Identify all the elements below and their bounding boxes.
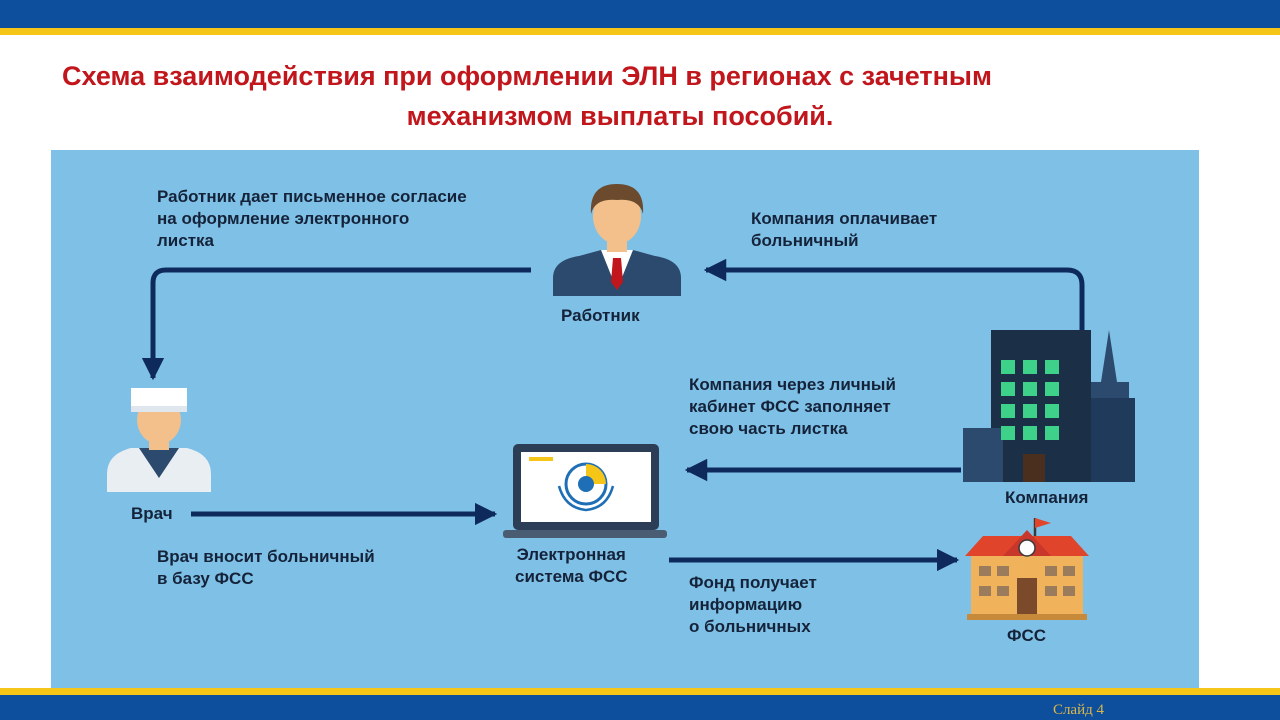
label-line: больничный [751,231,859,250]
top-blue-bar [0,0,1280,28]
bottom-blue-bar [0,695,1280,720]
label-line: Работник дает письменное согласие [157,187,467,206]
worker-businessman-icon [553,184,681,296]
worker-name: Работник [561,306,640,325]
system-name: Электронная система ФСС [515,544,628,588]
label-line: Компания оплачивает [751,209,938,228]
doctor-name: Врач [131,504,173,523]
label-company-fills: Компания через личный кабинет ФСС заполн… [689,374,896,440]
label-line: информацию [689,595,803,614]
label-line: Компания через личный [689,375,896,394]
laptop-fss-system-icon [503,444,667,538]
fss-name: ФСС [1007,626,1047,645]
title-line-2: механизмом выплаты пособий. [406,101,834,131]
fss-building-icon [965,518,1089,620]
company-building-icon [963,330,1135,482]
title-line-1: Схема взаимодействия при оформлении ЭЛН … [62,61,992,91]
label-line: о больничных [689,617,811,636]
system-name-line-2: система ФСС [515,567,628,586]
top-gold-bar [0,28,1280,35]
label-doctor-enters: Врач вносит больничный в базу ФСС [157,546,375,590]
label-fund-receives: Фонд получает информацию о больничных [689,572,817,638]
label-line: на оформление электронного [157,209,410,228]
arrows-layer [141,258,1085,572]
system-name-line-1: Электронная [516,545,626,564]
company-name: Компания [1005,488,1089,507]
slide-title: Схема взаимодействия при оформлении ЭЛН … [40,56,1200,136]
label-line: Фонд получает [689,573,817,592]
arrow-company-to-worker [703,258,1085,350]
label-company-pays: Компания оплачивает больничный [751,208,937,252]
label-line: листка [157,231,214,250]
label-line: кабинет ФСС заполняет [689,397,891,416]
label-worker-consent: Работник дает письменное согласие на офо… [157,186,467,252]
arrow-worker-to-doctor [141,267,531,381]
label-line: свою часть листка [689,419,848,438]
label-line: в базу ФСС [157,569,254,588]
slide-number: Слайд 4 [1052,702,1104,718]
diagram-panel: Работник Врач Электронная система ФСС [51,150,1199,688]
doctor-icon [107,388,211,492]
bottom-gold-bar [0,688,1280,695]
label-line: Врач вносит больничный [157,547,375,566]
